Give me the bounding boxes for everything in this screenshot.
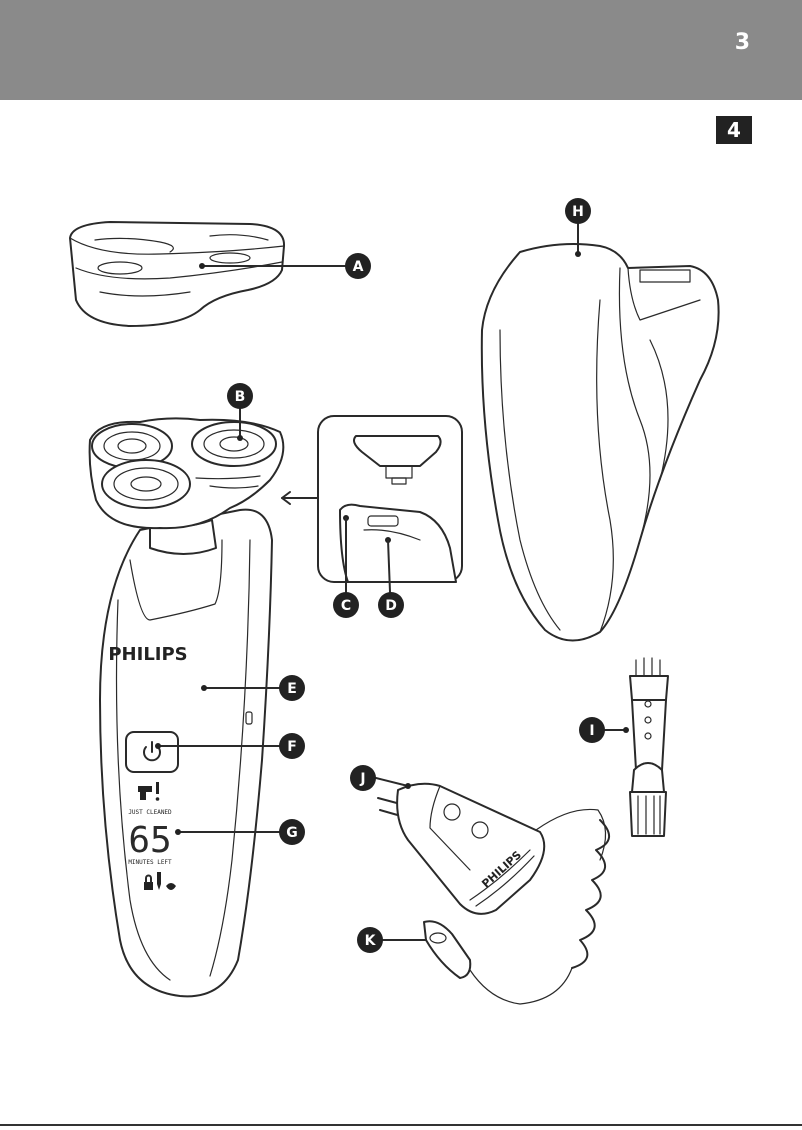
power-adapter: PHILIPS [377, 782, 546, 915]
callout-E: E [279, 675, 305, 701]
power-cord [469, 808, 610, 1005]
callout-D: D [378, 592, 404, 618]
callout-B: B [227, 383, 253, 409]
travel-pouch [480, 243, 720, 642]
shaver-display: JUST CLEANED 65 MINUTES LEFT [128, 809, 176, 890]
detail-inset [317, 415, 463, 583]
leader-lines [155, 223, 629, 941]
callout-I: I [579, 717, 605, 743]
protection-cap [69, 221, 286, 327]
callout-J: J [350, 765, 376, 791]
svg-text:H: H [572, 204, 584, 220]
shaving-unit-right [191, 421, 277, 467]
svg-text:E: E [287, 681, 297, 697]
display-digits: 65 [128, 820, 171, 861]
svg-text:B: B [235, 389, 246, 405]
header-bar: 3 [0, 0, 802, 100]
lock-icon [144, 874, 153, 890]
faucet-icon [138, 782, 160, 801]
svg-text:G: G [286, 825, 298, 841]
callout-A: A [345, 253, 371, 279]
shaving-unit-front [101, 459, 191, 509]
svg-text:A: A [353, 259, 364, 275]
callout-G: G [279, 819, 305, 845]
display-bottom-label: MINUTES LEFT [128, 859, 172, 866]
svg-text:C: C [341, 598, 351, 614]
power-button[interactable] [125, 731, 179, 773]
shaver-brand-logo: PHILIPS [108, 644, 187, 665]
shaver: PHILIPS JUST CLEANED 65 MINUTES LEFT [88, 417, 285, 998]
appliance-plug [423, 920, 472, 979]
svg-text:D: D [385, 598, 397, 614]
svg-text:F: F [287, 739, 297, 755]
plug-icon [157, 872, 161, 890]
svg-text:K: K [365, 933, 377, 949]
svg-text:J: J [359, 771, 365, 787]
callout-C: C [333, 592, 359, 618]
callout-H: H [565, 198, 591, 224]
arrow-left-icon [281, 491, 319, 505]
svg-text:I: I [589, 723, 594, 739]
power-icon [143, 741, 161, 762]
display-top-label: JUST CLEANED [128, 809, 172, 816]
callout-F: F [279, 733, 305, 759]
figure-number-badge: 4 [716, 116, 752, 144]
cleaning-brush [629, 657, 669, 837]
page-number: 3 [734, 30, 750, 55]
travel-icon [166, 883, 176, 890]
callout-K: K [357, 927, 383, 953]
bottom-rule [0, 1124, 802, 1126]
